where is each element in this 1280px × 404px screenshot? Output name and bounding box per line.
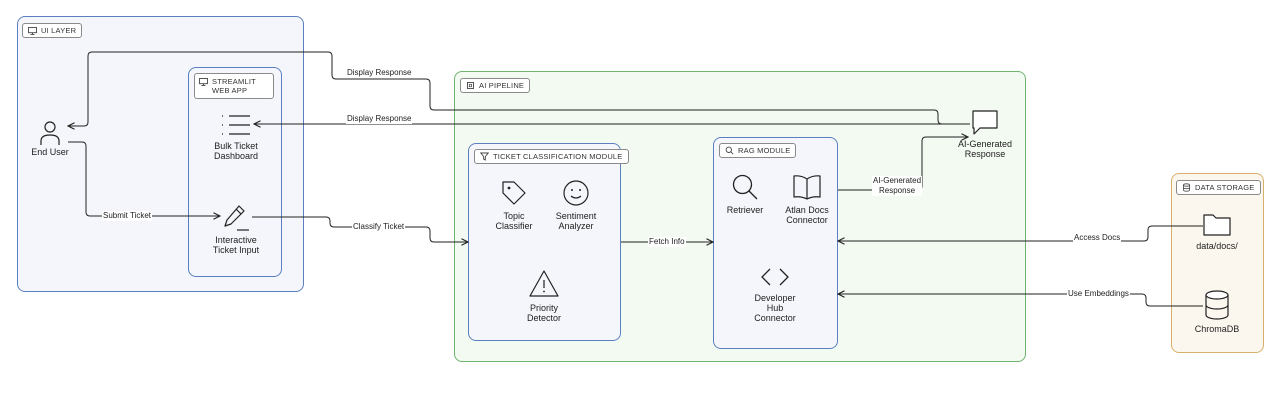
node-end-user: End User — [26, 120, 74, 157]
ticket-input-label: Interactive Ticket Input — [212, 235, 260, 255]
edge-label-fetch: Fetch Info — [648, 237, 686, 247]
edge-label-use-embeddings: Use Embeddings — [1067, 289, 1130, 299]
monitor-icon — [199, 78, 208, 86]
node-sentiment-analyzer: Sentiment Analyzer — [546, 178, 606, 231]
user-icon — [40, 121, 60, 145]
node-priority-detector: Priority Detector — [514, 268, 574, 323]
edge-submit — [68, 141, 220, 216]
code-icon — [761, 268, 789, 286]
end-user-label: End User — [31, 147, 69, 157]
node-topic-classifier: Topic Classifier — [485, 178, 543, 231]
folder-icon — [1203, 214, 1231, 236]
node-ai-response: AI-Generated Response — [950, 108, 1020, 159]
magnifier-icon — [732, 174, 758, 200]
edge-label-display-top: Display Response — [346, 68, 413, 78]
streamlit-group — [188, 67, 282, 277]
node-bulk-dashboard: Bulk Ticket Dashboard — [203, 112, 269, 161]
data-storage-tag: DATA STORAGE — [1176, 180, 1261, 195]
classification-tag: TICKET CLASSIFICATION MODULE — [474, 149, 629, 164]
streamlit-tag: STREAMLIT WEB APP — [194, 73, 274, 99]
atlan-docs-label: Atlan Docs Connector — [785, 205, 829, 225]
ai-pipeline-label: AI PIPELINE — [479, 81, 525, 90]
speech-bubble-icon — [972, 110, 998, 135]
chip-icon — [467, 82, 474, 89]
rag-tag: RAG MODULE — [719, 143, 797, 158]
book-icon — [793, 175, 821, 200]
list-icon — [222, 115, 250, 135]
node-ticket-input: Interactive Ticket Input — [203, 202, 269, 255]
data-docs-label: data/docs/ — [1196, 241, 1238, 251]
topic-classifier-label: Topic Classifier — [495, 211, 533, 231]
tag-icon — [502, 181, 526, 205]
developer-hub-label: Developer Hub Connector — [754, 293, 796, 323]
edge-access-docs — [838, 225, 1203, 241]
chromadb-label: ChromaDB — [1194, 324, 1240, 334]
node-developer-hub: Developer Hub Connector — [744, 264, 806, 323]
data-storage-group — [1171, 173, 1264, 353]
edge-label-classify: Classify Ticket — [352, 222, 406, 232]
rag-label: RAG MODULE — [738, 146, 791, 155]
node-retriever: Retriever — [718, 172, 772, 215]
edge-label-access-docs: Access Docs — [1073, 233, 1122, 243]
smiley-icon — [563, 180, 589, 206]
monitor-icon — [28, 26, 37, 35]
database-icon — [1205, 290, 1229, 320]
bulk-dashboard-label: Bulk Ticket Dashboard — [213, 141, 259, 161]
priority-detector-label: Priority Detector — [526, 303, 561, 323]
edge-label-submit: Submit Ticket — [102, 211, 153, 221]
filter-icon — [480, 152, 489, 161]
edge-display-top — [68, 51, 970, 126]
data-storage-label: DATA STORAGE — [1195, 183, 1255, 192]
edge-label-ai-generated: AI-Generated Response — [872, 176, 923, 196]
search-icon — [725, 146, 734, 155]
edge-use-embeddings — [838, 294, 1203, 307]
classification-group — [468, 143, 621, 341]
streamlit-label: STREAMLIT WEB APP — [212, 77, 256, 95]
node-chromadb: ChromaDB — [1186, 289, 1248, 334]
ui-layer-tag: UI LAYER — [22, 23, 83, 38]
sentiment-analyzer-label: Sentiment Analyzer — [555, 211, 597, 231]
pencil-icon — [224, 205, 249, 231]
edge-label-display-mid: Display Response — [346, 114, 413, 124]
retriever-label: Retriever — [726, 205, 764, 215]
node-data-docs: data/docs/ — [1186, 210, 1248, 251]
warning-icon — [529, 270, 559, 297]
classification-label: TICKET CLASSIFICATION MODULE — [493, 152, 623, 161]
database-icon — [1183, 183, 1190, 192]
ai-pipeline-tag: AI PIPELINE — [460, 78, 531, 93]
node-atlan-docs: Atlan Docs Connector — [777, 172, 837, 225]
ui-layer-label: UI LAYER — [41, 26, 77, 35]
ai-response-label: AI-Generated Response — [957, 139, 1013, 159]
